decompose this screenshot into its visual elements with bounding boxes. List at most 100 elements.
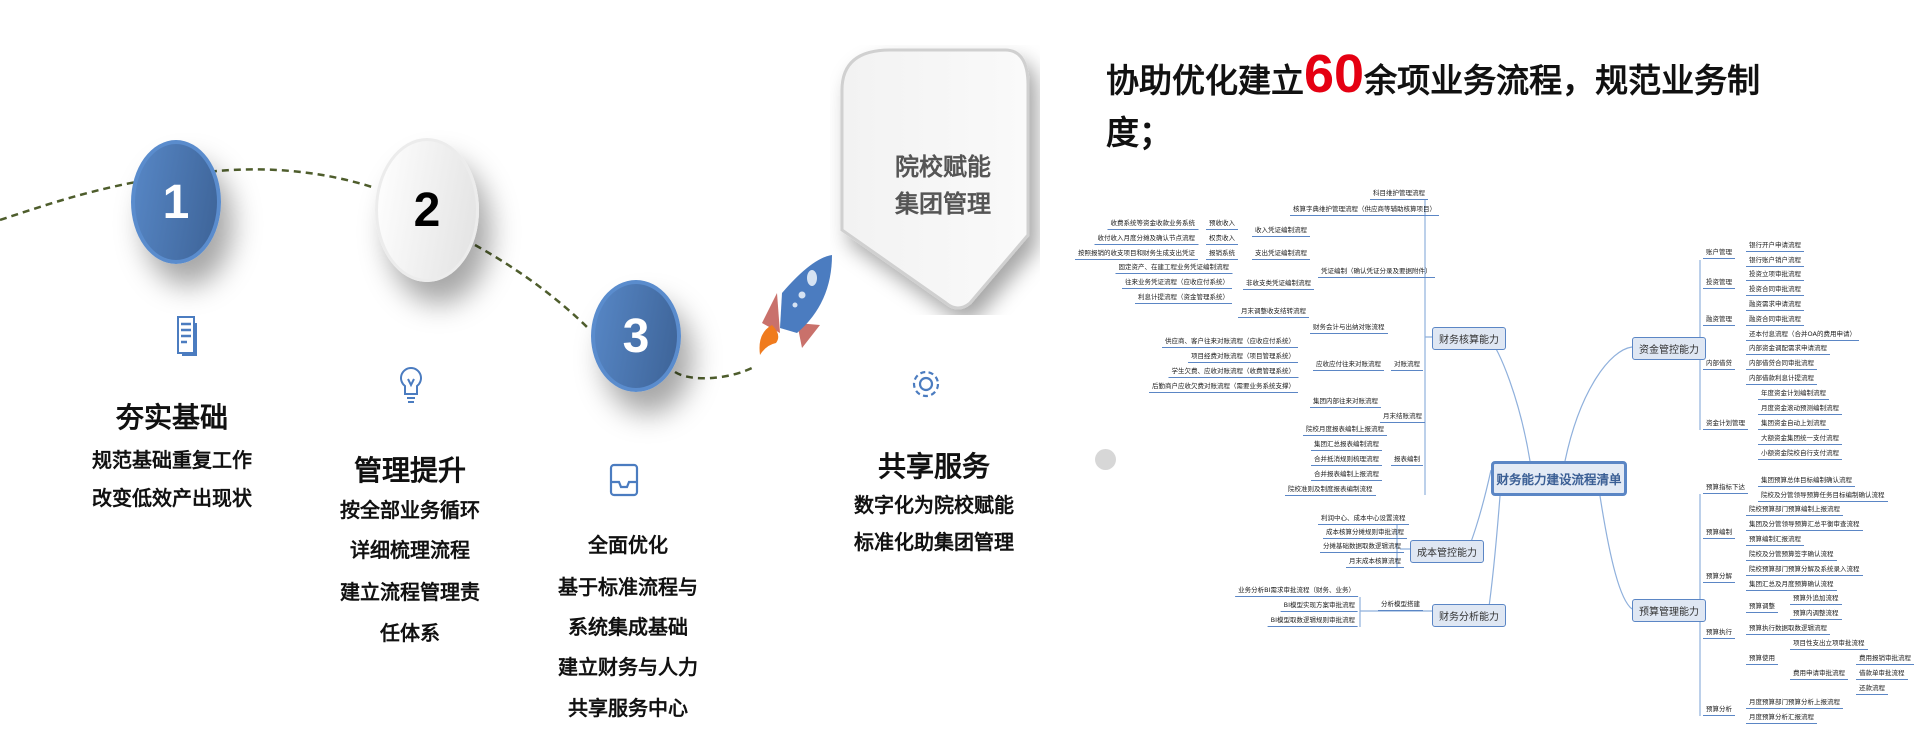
- page-title: 协助优化建立60余项业务流程，规范业务制度；: [1106, 47, 1806, 159]
- mindmap-node: 集团预算总体目标编制确认流程: [1758, 476, 1855, 487]
- mindmap-node: 支出凭证编制流程: [1252, 249, 1310, 260]
- mindmap-node: 院校预算部门预算编制上报流程: [1746, 505, 1843, 516]
- branch-accounting: 财务核算能力: [1432, 327, 1506, 350]
- section-line: 建立流程管理责: [340, 580, 480, 604]
- title-text: 余项业务流程，规范业务制度；: [1106, 61, 1761, 152]
- mindmap-node: BI模型实现方案审批流程: [1280, 601, 1358, 612]
- step-3-circle: 3: [591, 280, 681, 392]
- mindmap-node: 银行开户申请流程: [1746, 241, 1804, 252]
- mindmap-node: 月度预算分析汇报流程: [1746, 713, 1817, 724]
- mindmap-node: 利润中心、成本中心设置流程: [1318, 514, 1409, 525]
- section-line: 共享服务中心: [568, 696, 688, 720]
- mindmap-node: 投资立项审批流程: [1746, 270, 1804, 281]
- mindmap-node: 院校及分管领导预算任务目标编制确认流程: [1758, 491, 1888, 502]
- step-2-circle: 2: [375, 138, 479, 282]
- lightbulb-icon: [400, 366, 422, 403]
- section-line: 标准化助集团管理: [854, 530, 1014, 554]
- mindmap-node: 预算分析: [1703, 705, 1735, 716]
- section-heading: 夯实基础: [115, 401, 229, 434]
- mindmap-node: 借款单审批流程: [1856, 669, 1908, 680]
- mindmap-node: 预算指标下达: [1703, 483, 1748, 494]
- mindmap-node: 集团汇总报表编制流程: [1311, 440, 1382, 451]
- mindmap-node: 融资合同审批流程: [1746, 315, 1804, 326]
- mindmap-node: 账户管理: [1703, 248, 1735, 259]
- mindmap-center-node: 财务能力建设流程清单: [1491, 461, 1627, 496]
- mindmap-node: 项目经费对账流程（项目管理系统）: [1188, 352, 1298, 363]
- step-number: 1: [162, 175, 190, 229]
- mindmap-node: 融资管理: [1703, 315, 1735, 326]
- mindmap-node: 院校预算部门预算分解及系统录入流程: [1746, 565, 1863, 576]
- section-heading: 管理提升: [353, 454, 467, 487]
- section-line: 按全部业务循环: [340, 498, 480, 522]
- section-heading: 全面优化: [588, 533, 668, 557]
- mindmap-node: 收付收入月度分摊及确认节点流程: [1094, 234, 1198, 245]
- mindmap-node: 投资管理: [1703, 278, 1735, 289]
- mindmap-node: 预算使用: [1746, 654, 1778, 665]
- mindmap-node: 预算内调整流程: [1790, 609, 1842, 620]
- badge-line-1: 院校赋能: [895, 153, 991, 181]
- mindmap-node: 月末结账流程: [1380, 412, 1425, 423]
- mindmap-node: 院校准则及制度报表编制流程: [1285, 485, 1376, 496]
- mindmap-node: 成本核算分摊规则审批流程: [1323, 528, 1407, 539]
- branch-cost-control: 成本管控能力: [1410, 540, 1484, 563]
- branch-budget-management: 预算管理能力: [1632, 599, 1706, 622]
- mindmap-node: 预算编制: [1703, 528, 1735, 539]
- mindmap-node: 内部借贷合同审批流程: [1746, 359, 1817, 370]
- mindmap-node: 供应商、客户往来对账流程（应收应付系统）: [1162, 337, 1298, 348]
- mindmap-node: 还款流程: [1856, 684, 1888, 695]
- mindmap-node: 按照报销的收支项目和财务生成支出凭证: [1075, 249, 1198, 260]
- mindmap-node: 月末调整收支结转流程: [1238, 307, 1309, 318]
- title-text: 协助优化建立: [1106, 61, 1304, 100]
- mindmap-node: 集团及分管领导预算汇总平衡审查流程: [1746, 520, 1863, 531]
- section-line: 基于标准流程与: [558, 575, 698, 599]
- mindmap-node: 报销系统: [1206, 249, 1238, 260]
- mindmap-node: 预算编制汇报流程: [1746, 535, 1804, 546]
- section-line: 详细梳理流程: [350, 538, 470, 562]
- mindmap-node: 权责收入: [1206, 234, 1238, 245]
- mindmap-node: 利息计提流程（资金管理系统）: [1135, 293, 1232, 304]
- rocket-icon: [759, 255, 832, 355]
- mindmap-node: 业务分析BI需求审批流程（财务、业务）: [1235, 586, 1358, 597]
- mindmap-node: 年度资金计划编制流程: [1758, 389, 1829, 400]
- mindmap-node: 财务会计与出纳对账流程: [1310, 323, 1388, 334]
- section-heading: 共享服务: [877, 450, 991, 483]
- mindmap-node: 费用报销审批流程: [1856, 654, 1914, 665]
- mindmap-node: 月度资金滚动预测编制流程: [1758, 404, 1842, 415]
- mindmap-node: 项目性支出立项审批流程: [1790, 639, 1868, 650]
- badge-line-2: 集团管理: [895, 190, 991, 218]
- section-line: 系统集成基础: [568, 615, 688, 639]
- mindmap-node: 收入凭证编制流程: [1252, 226, 1310, 237]
- document-icon: [177, 316, 197, 356]
- mindmap-node: BI模型取数逻辑规则审批流程: [1267, 616, 1358, 627]
- mindmap-node: 预算分解: [1703, 572, 1735, 583]
- mindmap-node: 内部借贷: [1703, 359, 1735, 370]
- branch-financial-analysis: 财务分析能力: [1432, 604, 1506, 627]
- mindmap-node: 集团内部往来对账流程: [1310, 397, 1381, 408]
- mindmap-node: 应收应付往来对账流程: [1313, 360, 1384, 371]
- mindmap-node: 分析模型搭建: [1378, 600, 1423, 611]
- step-1-circle: 1: [131, 140, 221, 264]
- mindmap-node: 预算外追加流程: [1790, 594, 1842, 605]
- carousel-prev-dot[interactable]: [1095, 449, 1116, 470]
- mindmap-node: 内部资金调配需求申请流程: [1746, 344, 1830, 355]
- mindmap-node: 后勤商户应收欠费对账流程（需要业务系统支撑）: [1149, 382, 1298, 393]
- inbox-tray-icon: [609, 463, 639, 497]
- section-line: 数字化为院校赋能: [854, 493, 1014, 517]
- mindmap-node: 投资合同审批流程: [1746, 285, 1804, 296]
- mindmap-node: 银行账户销户流程: [1746, 256, 1804, 267]
- mindmap-node: 预算执行: [1703, 628, 1735, 639]
- badge-hexagon: [840, 48, 1030, 310]
- mindmap-node: 集团汇总及月度预算确认流程: [1746, 580, 1837, 591]
- mindmap-node: 预算执行数据取数逻辑流程: [1746, 624, 1830, 635]
- mindmap-node: 报表编制: [1391, 455, 1423, 466]
- mindmap-node: 月末成本核算流程: [1346, 557, 1404, 568]
- mindmap-node: 融资需求申请流程: [1746, 300, 1804, 311]
- mindmap-node: 预收收入: [1206, 219, 1238, 230]
- section-line: 建立财务与人力: [558, 655, 698, 679]
- mindmap-node: 合并报表编制上报流程: [1311, 470, 1382, 481]
- mindmap-node: 固定资产、在建工程业务凭证编制流程: [1115, 263, 1232, 274]
- mindmap-node: 费用申请审批流程: [1790, 669, 1848, 680]
- mindmap-node: 资金计划管理: [1703, 419, 1748, 430]
- section-line: 改变低效产出现状: [92, 486, 252, 510]
- mindmap-node: 合并抵消规则梳理流程: [1311, 455, 1382, 466]
